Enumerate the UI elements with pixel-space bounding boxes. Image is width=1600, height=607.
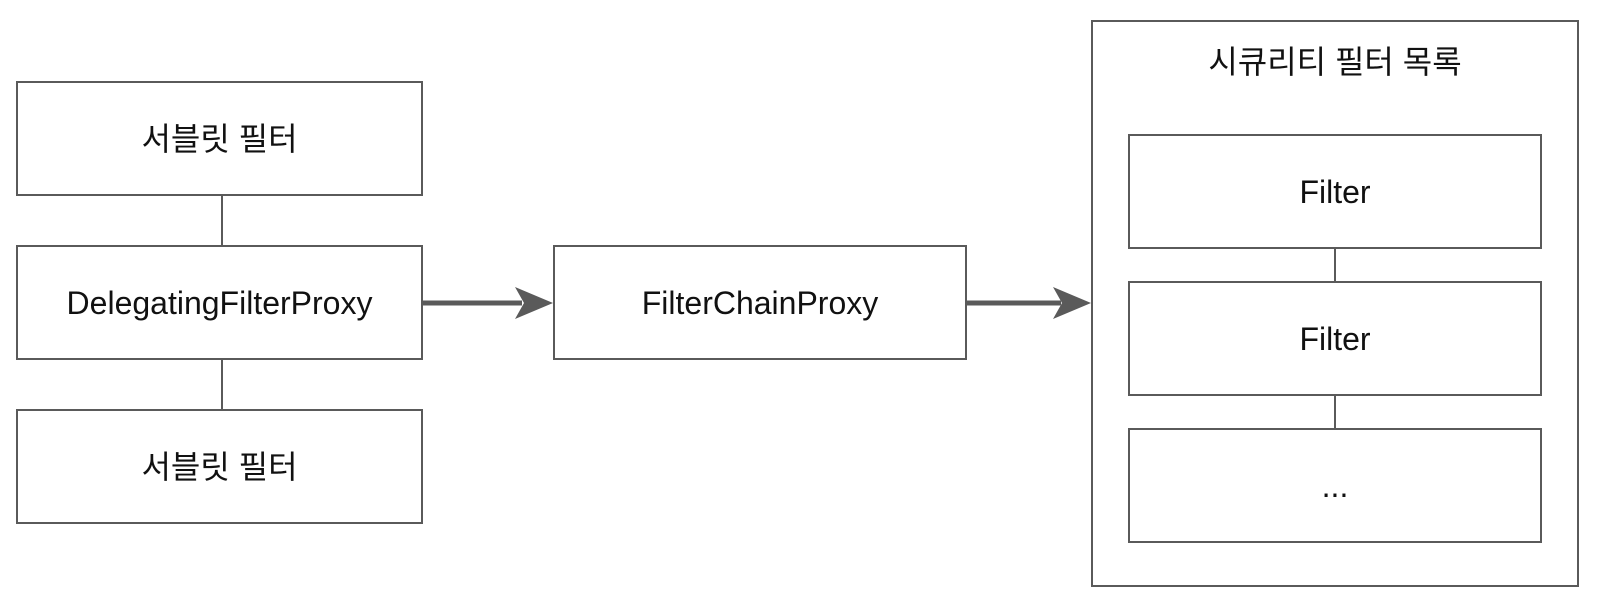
filter-chain-proxy-label: FilterChainProxy [641,284,879,321]
arrow-delegating-to-chain [423,287,553,319]
servlet-filter-top-label: 서블릿 필터 [141,120,298,157]
connector-filter-1-to-2 [1334,249,1336,281]
servlet-filter-bottom: 서블릿 필터 [16,409,423,524]
filter-chain-proxy: FilterChainProxy [553,245,967,360]
delegating-filter-proxy: DelegatingFilterProxy [16,245,423,360]
connector-top-to-delegating [221,196,223,245]
security-filter-item-ellipsis: ... [1128,428,1542,543]
security-filter-list-title: 시큐리티 필터 목록 [1208,44,1462,80]
connector-filter-2-to-3 [1334,396,1336,428]
arrow-chain-to-security-list [967,287,1091,319]
security-filter-item-label: ... [1321,467,1349,504]
security-filter-item-label: Filter [1299,320,1371,357]
servlet-filter-bottom-label: 서블릿 필터 [141,448,298,485]
connector-delegating-to-bottom [221,360,223,409]
delegating-filter-proxy-label: DelegatingFilterProxy [66,284,373,321]
servlet-filter-top: 서블릿 필터 [16,81,423,196]
security-filter-item-label: Filter [1299,173,1371,210]
security-filter-item-2: Filter [1128,281,1542,396]
security-filter-item-1: Filter [1128,134,1542,249]
